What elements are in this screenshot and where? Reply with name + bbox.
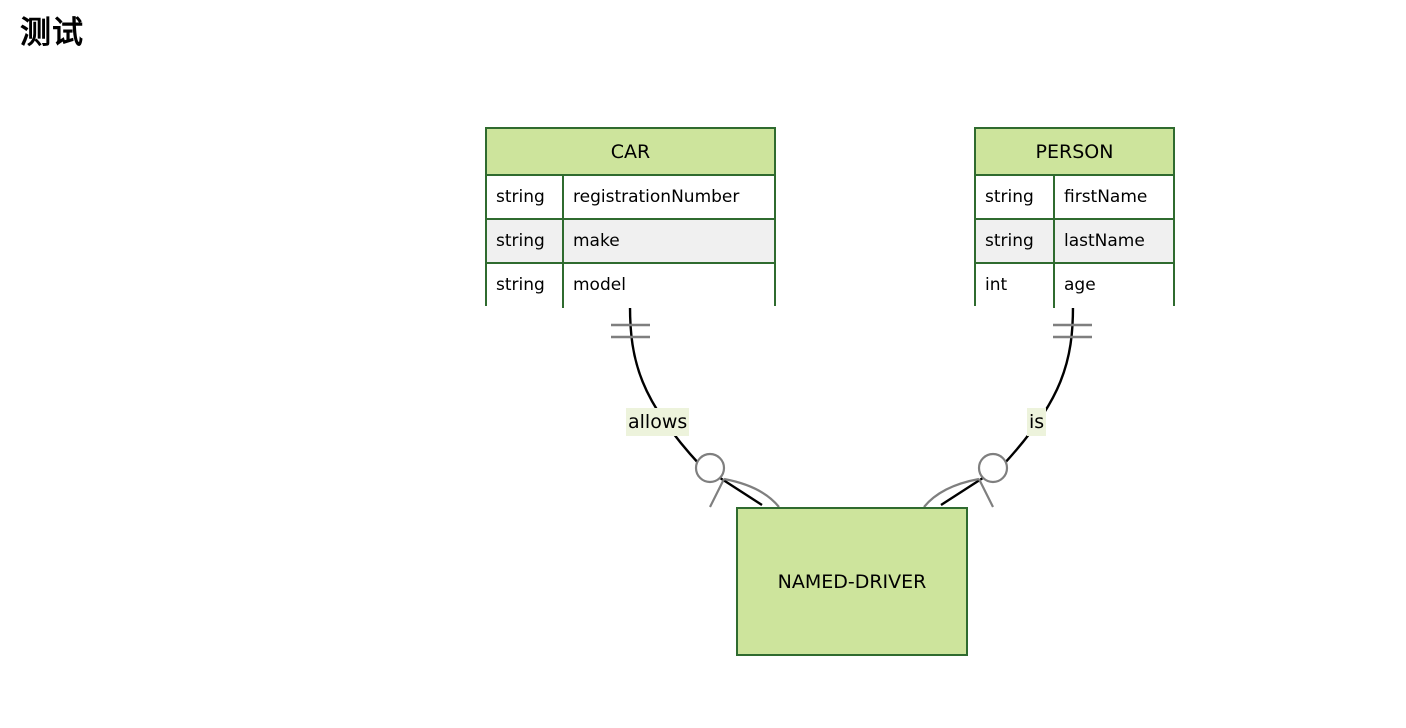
attribute-name: make — [573, 231, 620, 251]
entity-person-attribute-row[interactable]: string firstName — [976, 176, 1173, 220]
attribute-type: string — [487, 264, 564, 308]
cardinality-zero-circle-is — [977, 452, 1009, 484]
attribute-name: lastName — [1064, 231, 1145, 251]
entity-person-title: PERSON — [976, 129, 1173, 176]
attribute-type: int — [976, 264, 1055, 308]
relationship-label-is[interactable]: is — [1027, 408, 1047, 436]
entity-person[interactable]: PERSON string firstName string lastName … — [974, 127, 1175, 308]
entity-car-title: CAR — [487, 129, 774, 176]
cardinality-zero-circle-allows — [694, 452, 726, 484]
relationship-is[interactable] — [923, 305, 1092, 508]
entity-car[interactable]: CAR string registrationNumber string mak… — [485, 127, 776, 308]
attribute-type: string — [487, 176, 564, 218]
entity-person-attribute-row[interactable]: int age — [976, 264, 1173, 308]
entity-named-driver[interactable]: NAMED-DRIVER — [736, 507, 968, 656]
attribute-name: firstName — [1064, 187, 1148, 207]
crowsfoot-prong-left-is — [923, 477, 980, 508]
relationship-is-line — [940, 305, 1075, 507]
crowsfoot-prong-right-is — [978, 478, 994, 508]
attribute-name: age — [1064, 275, 1096, 295]
attribute-type: string — [487, 220, 564, 262]
crowsfoot-prong-left-allows — [709, 478, 725, 508]
relationship-label-allows[interactable]: allows — [626, 408, 690, 436]
relationship-allows-line — [628, 305, 763, 507]
entity-car-attribute-row[interactable]: string make — [487, 220, 774, 264]
crowsfoot-prong-right-allows — [723, 477, 780, 508]
entity-car-attribute-row[interactable]: string model — [487, 264, 774, 308]
attribute-type: string — [976, 176, 1055, 218]
page-title: 测试 — [20, 15, 84, 51]
attribute-type: string — [976, 220, 1055, 262]
attribute-name: registrationNumber — [573, 187, 740, 207]
entity-person-attribute-row[interactable]: string lastName — [976, 220, 1173, 264]
relationship-allows[interactable] — [611, 305, 780, 508]
attribute-name: model — [573, 275, 626, 295]
entity-named-driver-title: NAMED-DRIVER — [777, 570, 927, 593]
entity-car-attribute-row[interactable]: string registrationNumber — [487, 176, 774, 220]
